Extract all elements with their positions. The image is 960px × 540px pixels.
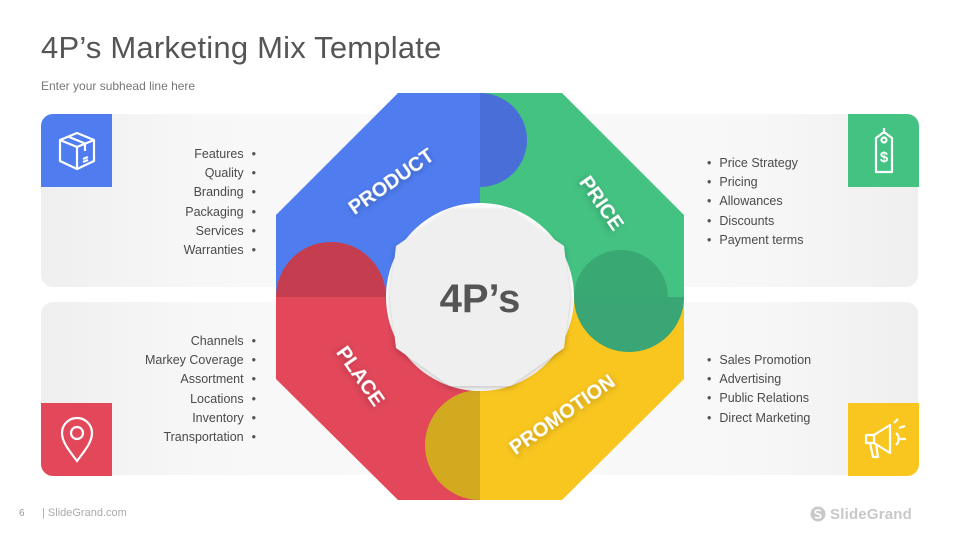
list-item: Markey Coverage xyxy=(145,351,256,370)
footer-site: | SlideGrand.com xyxy=(42,507,127,519)
list-item: Payment terms xyxy=(707,231,803,250)
price-list: Price Strategy Pricing Allowances Discou… xyxy=(707,154,803,250)
price-lobe xyxy=(574,250,684,300)
slide-title: 4P’s Marketing Mix Template xyxy=(41,30,442,65)
product-lobe xyxy=(480,93,527,187)
list-item: Public Relations xyxy=(707,389,811,408)
promotion-icon-box xyxy=(848,403,919,476)
list-item: Sales Promotion xyxy=(707,351,811,370)
list-item: Branding xyxy=(184,183,256,202)
list-item: Price Strategy xyxy=(707,154,803,173)
price-tag-icon: $ xyxy=(874,127,893,173)
promotion-list: Sales Promotion Advertising Public Relat… xyxy=(707,351,811,428)
list-item: Features xyxy=(184,145,256,164)
brand-mark-icon xyxy=(810,506,826,522)
box-icon xyxy=(58,131,95,170)
list-item: Warranties xyxy=(184,241,256,260)
center-octagon xyxy=(390,209,570,386)
list-item: Quality xyxy=(184,164,256,183)
list-item: Packaging xyxy=(184,203,256,222)
place-icon-box xyxy=(41,403,112,476)
list-item: Inventory xyxy=(145,409,256,428)
page-number: 6 xyxy=(19,508,25,519)
list-item: Transportation xyxy=(145,428,256,447)
list-item: Services xyxy=(184,222,256,241)
list-item: Pricing xyxy=(707,173,803,192)
list-item: Discounts xyxy=(707,212,803,231)
list-item: Locations xyxy=(145,390,256,409)
list-item: Direct Marketing xyxy=(707,409,811,428)
price-lobe-fill xyxy=(574,297,684,352)
location-pin-icon xyxy=(60,416,93,463)
list-item: Allowances xyxy=(707,192,803,211)
slide-subtitle: Enter your subhead line here xyxy=(41,79,196,93)
list-item: Assortment xyxy=(145,370,256,389)
megaphone-icon xyxy=(864,417,906,458)
place-list: Channels Markey Coverage Assortment Loca… xyxy=(145,332,256,447)
list-item: Channels xyxy=(145,332,256,351)
list-item: Advertising xyxy=(707,370,811,389)
product-list: Features Quality Branding Packaging Serv… xyxy=(184,145,256,260)
center-label: 4P’s xyxy=(440,277,521,321)
brand-name: SlideGrand xyxy=(830,505,913,523)
price-icon-box: $ xyxy=(848,114,919,187)
brand-logo: SlideGrand xyxy=(810,504,912,524)
svg-text:$: $ xyxy=(879,149,888,166)
product-icon-box xyxy=(41,114,112,187)
place-lobe xyxy=(276,242,386,297)
promotion-lobe xyxy=(425,390,480,500)
